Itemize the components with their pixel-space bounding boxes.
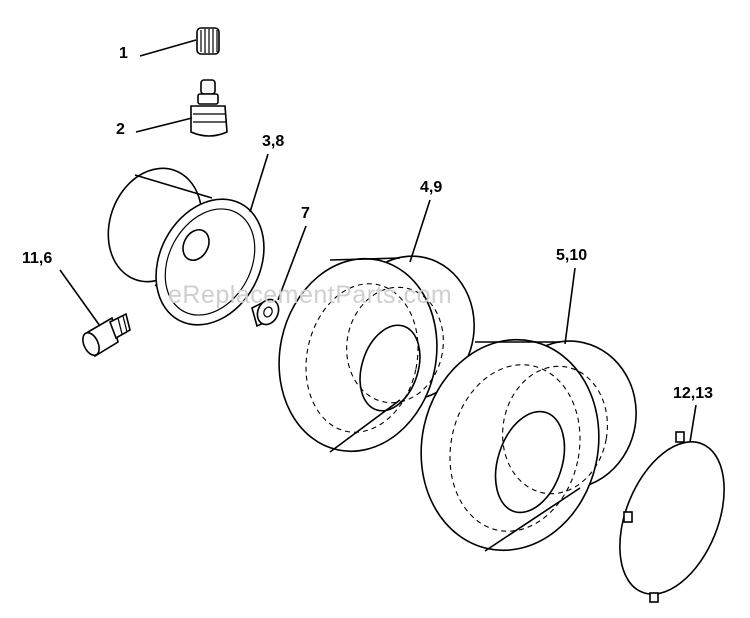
leader-lines (59, 39, 697, 443)
valve-cap (196, 27, 220, 55)
hub-cap (619, 431, 725, 603)
valve-stem (190, 79, 228, 137)
shoulder-bolt (82, 312, 131, 358)
washer (251, 298, 280, 328)
callout-label: 7 (301, 205, 310, 222)
watermark: eReplacementParts.com (168, 281, 453, 309)
callout-label: 5,10 (556, 247, 588, 264)
callout-label: 2 (116, 121, 125, 138)
tire-2 (420, 338, 637, 552)
callout-label: 3,8 (262, 133, 285, 150)
tire-1 (278, 255, 475, 453)
callout-label: 11,6 (22, 250, 53, 267)
callout-label: 1 (119, 45, 128, 62)
wheel-rim (107, 167, 265, 326)
callout-label: 12,13 (673, 385, 714, 402)
callout-label: 4,9 (420, 179, 443, 196)
